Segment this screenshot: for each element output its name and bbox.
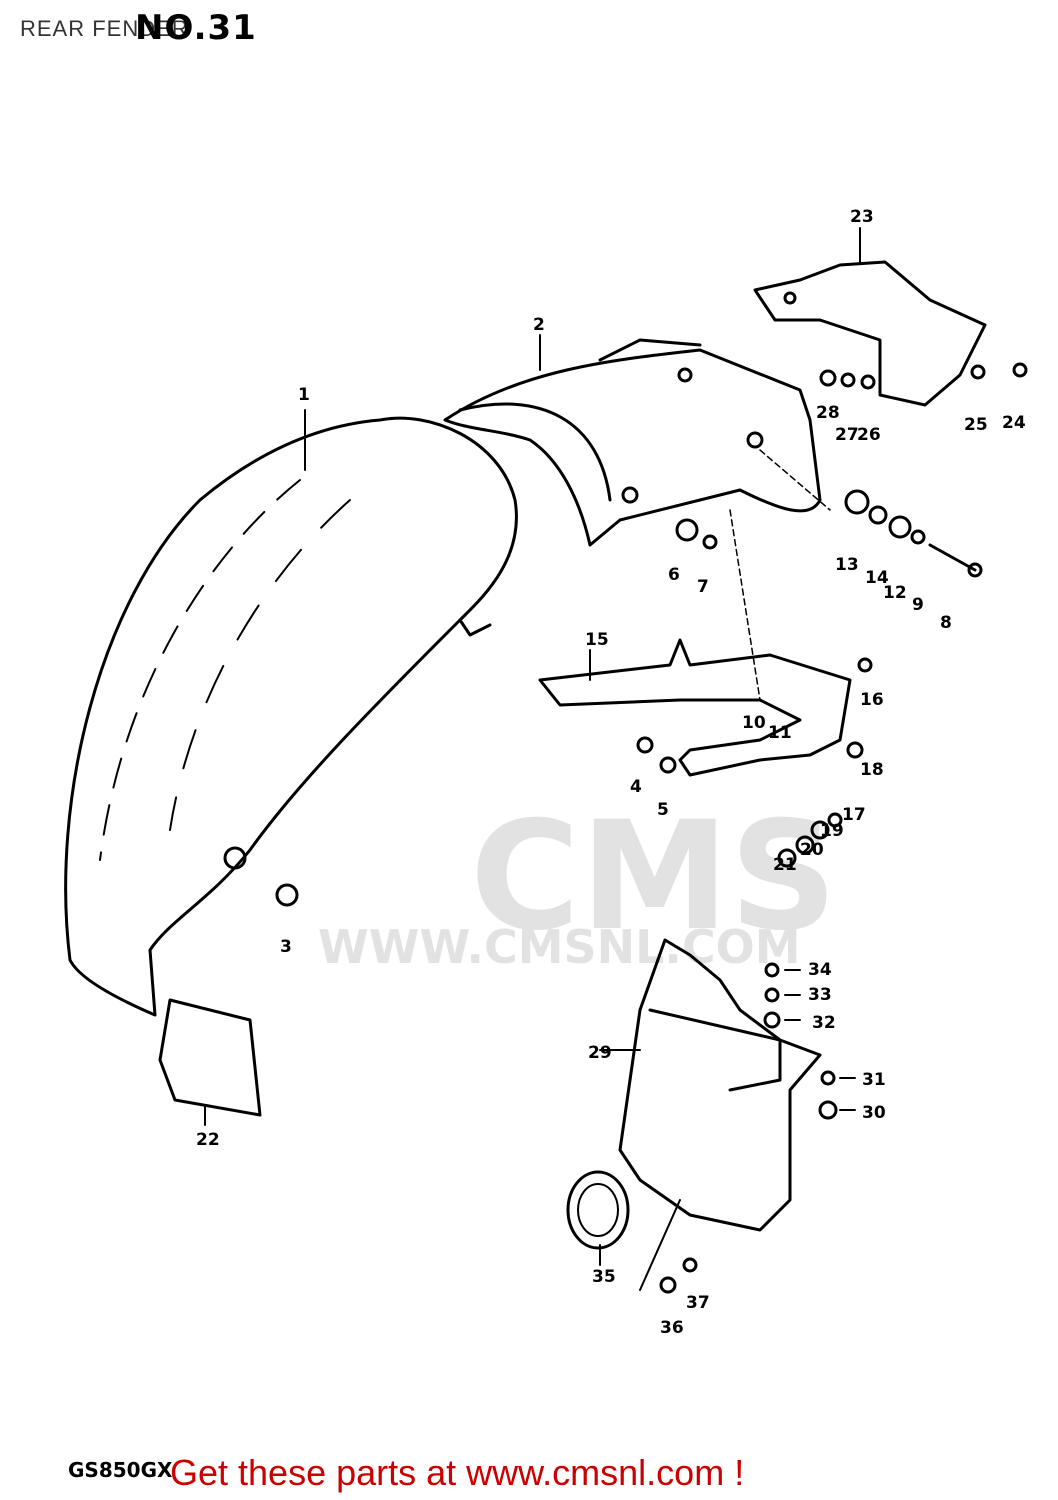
- callout-30: 30: [862, 1103, 886, 1123]
- callout-12: 12: [883, 583, 907, 603]
- mud-flap-shape: [158, 998, 262, 1117]
- callout-29: 29: [588, 1043, 612, 1063]
- callout-35: 35: [592, 1267, 616, 1287]
- watermark-url: WWW.CMSNL.COM: [318, 920, 801, 974]
- callout-2: 2: [533, 315, 545, 335]
- taillight-housing-shape: [753, 260, 987, 407]
- callout-11: 11: [768, 723, 792, 743]
- reflector-shape: [566, 1170, 630, 1250]
- callout-31: 31: [862, 1070, 886, 1090]
- callout-37: 37: [686, 1293, 710, 1313]
- callout-18: 18: [860, 760, 884, 780]
- inner-fender-shape: [443, 348, 822, 547]
- callout-8: 8: [940, 613, 952, 633]
- figure-number: NO.31: [135, 8, 257, 48]
- callout-17: 17: [842, 805, 866, 825]
- callout-19: 19: [820, 821, 844, 841]
- cta-link[interactable]: Get these parts at www.cmsnl.com !: [170, 1452, 745, 1493]
- callout-9: 9: [912, 595, 924, 615]
- callout-36: 36: [660, 1318, 684, 1338]
- watermark-brand: CMS: [470, 790, 838, 964]
- callout-15: 15: [585, 630, 609, 650]
- callout-28: 28: [816, 403, 840, 423]
- callout-21: 21: [773, 855, 797, 875]
- callout-labels: 1 2 3 4 5 6 7 8 9 10 11 12 13 14 15 16 1…: [196, 207, 1026, 1338]
- callout-27: 27: [835, 425, 859, 445]
- plate-bracket-shape: [618, 938, 822, 1232]
- callout-4: 4: [630, 777, 642, 797]
- callout-26: 26: [857, 425, 881, 445]
- callout-10: 10: [742, 713, 766, 733]
- callout-14: 14: [865, 568, 889, 588]
- callout-13: 13: [835, 555, 859, 575]
- bracket-shape: [538, 638, 852, 777]
- callout-33: 33: [808, 985, 832, 1005]
- callout-7: 7: [697, 577, 709, 597]
- callout-3: 3: [280, 937, 292, 957]
- rear-fender-shape: [64, 416, 518, 1017]
- model-code: GS850GX: [68, 1458, 173, 1482]
- callout-34: 34: [808, 960, 832, 980]
- callout-24: 24: [1002, 413, 1026, 433]
- section-title: REAR FENDER: [20, 16, 189, 41]
- callout-1: 1: [298, 385, 310, 405]
- callout-25: 25: [964, 415, 988, 435]
- callout-20: 20: [800, 840, 824, 860]
- callout-22: 22: [196, 1130, 220, 1150]
- callout-16: 16: [860, 690, 884, 710]
- callout-32: 32: [812, 1013, 836, 1033]
- callout-5: 5: [657, 800, 669, 820]
- callout-23: 23: [850, 207, 874, 227]
- callout-6: 6: [668, 565, 680, 585]
